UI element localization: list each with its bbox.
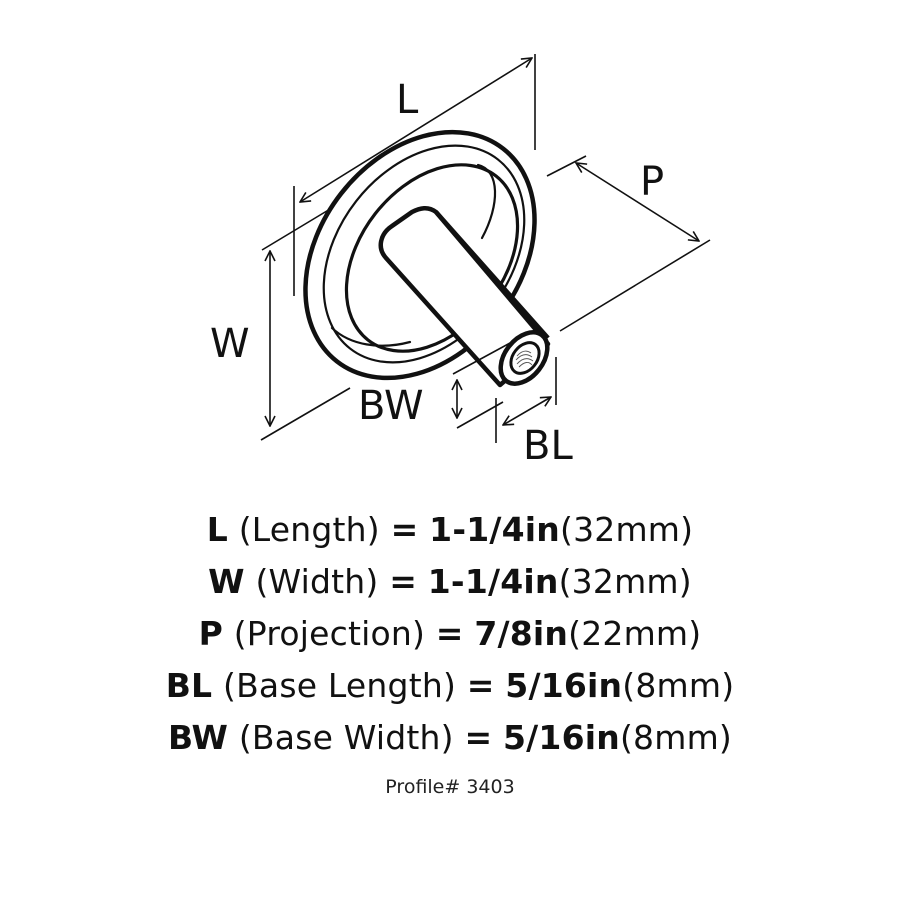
spec-width: W (Width) = 1-1/4in(32mm) xyxy=(0,556,900,608)
spec-inches: 5/16in xyxy=(503,718,620,757)
spec-mm: (32mm) xyxy=(558,562,692,601)
label-projection: P xyxy=(640,159,665,205)
spec-mm: (32mm) xyxy=(560,510,694,549)
spec-inches: 5/16in xyxy=(505,666,623,705)
spec-projection: P (Projection) = 7/8in(22mm) xyxy=(0,608,900,660)
label-base-width: BW xyxy=(358,383,424,429)
spec-inches: 7/8in xyxy=(474,614,569,653)
threaded-end-cap xyxy=(498,330,550,386)
spec-inches: 1-1/4in xyxy=(427,562,559,601)
spec-mm: (22mm) xyxy=(568,614,702,653)
spec-length: L (Length) = 1-1/4in(32mm) xyxy=(0,504,900,556)
spec-code: BW xyxy=(168,718,229,757)
spec-equals: = xyxy=(466,666,495,705)
label-base-length: BL xyxy=(523,423,573,469)
label-length: L xyxy=(396,77,419,123)
spec-code: BL xyxy=(165,666,213,705)
profile-number: Profile# 3403 xyxy=(385,776,515,798)
spec-inches: 1-1/4in xyxy=(429,510,560,549)
spec-mm: (8mm) xyxy=(622,666,735,705)
label-width: W xyxy=(210,321,250,367)
spec-base-width: BW (Base Width) = 5/16in(8mm) xyxy=(0,712,900,764)
spec-name: (Length) xyxy=(238,510,380,549)
base-dimensions xyxy=(453,342,557,443)
spec-equals: = xyxy=(464,718,493,757)
spec-code: L xyxy=(206,510,228,549)
projection-dimension xyxy=(546,155,711,332)
spec-name: (Base Width) xyxy=(238,718,454,757)
spec-mm: (8mm) xyxy=(619,718,732,757)
spec-equals: = xyxy=(389,562,418,601)
spec-code: W xyxy=(208,562,245,601)
knob-post xyxy=(378,206,551,388)
spec-name: (Projection) xyxy=(233,614,426,653)
spec-equals: = xyxy=(435,614,464,653)
spec-base-length: BL (Base Length) = 5/16in(8mm) xyxy=(0,660,900,712)
spec-equals: = xyxy=(390,510,419,549)
dimension-specs: L (Length) = 1-1/4in(32mm) W (Width) = 1… xyxy=(0,504,900,764)
knob-dimension-drawing xyxy=(260,54,711,443)
spec-code: P xyxy=(198,614,224,653)
spec-name: (Base Length) xyxy=(223,666,457,705)
width-dimension xyxy=(260,251,351,441)
spec-name: (Width) xyxy=(255,562,379,601)
